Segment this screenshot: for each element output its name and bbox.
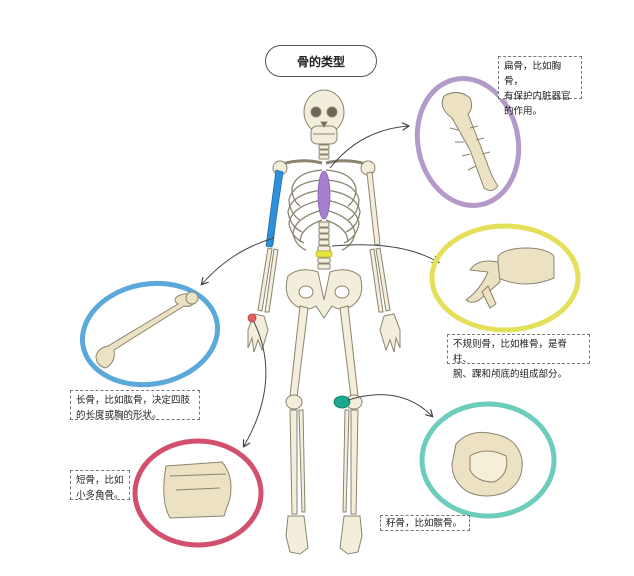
note-long-bone: 长骨，比如肱骨，决定四肢 的长度或胸的形状。 [70, 390, 200, 421]
note-short-bone: 短骨，比如 小多角骨。 [70, 470, 130, 501]
legs [285, 305, 363, 515]
arrow-icon [244, 321, 267, 446]
ring-long-bone [79, 280, 221, 388]
spine [317, 221, 331, 270]
trapezium-illustration [163, 461, 232, 519]
humerus-illustration [95, 291, 199, 369]
note-irregular-bone: 不规则骨，比如椎骨，是脊柱、 腕、踝和颅底的组成部分。 [447, 334, 590, 380]
arrow-icon [331, 244, 438, 262]
pelvis [285, 269, 363, 319]
vertebra-illustration [465, 247, 555, 309]
patella-illustration [451, 431, 523, 497]
highlight-humerus [265, 169, 284, 248]
skull [303, 89, 345, 145]
arrow-icon [202, 237, 275, 284]
note-sesamoid-bone: 籽骨，比如髌骨。 [380, 515, 470, 531]
connector-arrows [202, 126, 438, 446]
skeleton [247, 89, 401, 555]
arrow-icon [347, 394, 432, 416]
highlight-patella [333, 395, 351, 409]
highlight-sternum [317, 170, 331, 220]
arrow-icon [329, 126, 408, 169]
rib-cage [287, 169, 361, 251]
note-flat-bone: 扁骨，比如胸骨， 有保护内脏器官 的作用。 [498, 56, 582, 117]
sternum-illustration [441, 92, 499, 192]
hands [247, 313, 401, 353]
ring-flat-bone [414, 76, 522, 208]
ring-sesamoid-bone [419, 401, 557, 519]
ring-short-bone [132, 438, 264, 548]
ring-irregular-bone [429, 223, 581, 333]
highlight-trapezium [247, 313, 257, 323]
page-title: 骨的类型 [265, 45, 377, 77]
feet [285, 515, 363, 555]
highlight-vertebra [315, 250, 333, 258]
